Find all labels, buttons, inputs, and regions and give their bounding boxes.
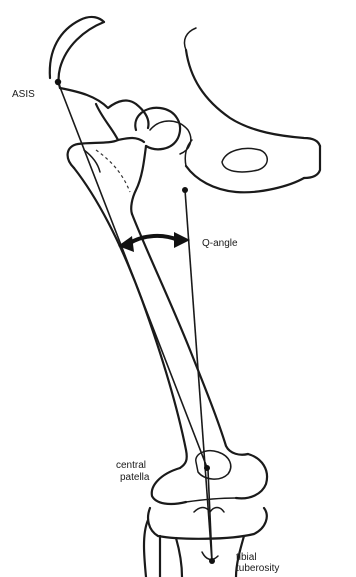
q-angle-arc: [128, 236, 178, 244]
femoral-head: [135, 108, 180, 150]
tibia-lateral: [176, 538, 182, 577]
femoral-axis-dot: [182, 187, 188, 193]
pubis-inner: [185, 140, 192, 166]
medial-condyle: [236, 454, 267, 498]
femur: [68, 104, 248, 468]
tibial-tuberosity-label-line1: tibial: [236, 552, 257, 563]
q-angle-lines: [58, 82, 212, 562]
tibial-tuberosity-mark: [202, 552, 218, 559]
pubic-rami-lower: [186, 166, 304, 192]
patella: [196, 451, 231, 479]
pubic-body-upper: [186, 50, 320, 146]
tibial-plateau: [148, 508, 267, 539]
asis-dot: [55, 79, 61, 85]
pubic-symphysis: [304, 146, 320, 178]
lesser-trochanter: [131, 146, 146, 214]
q-angle-label: Q-angle: [202, 238, 238, 249]
central-patella-dot: [204, 465, 210, 471]
fibula-outer: [144, 520, 148, 577]
intertrochanteric-line: [96, 150, 130, 192]
asis-to-patella-line: [58, 82, 208, 470]
tibial-tuberosity-label-line2: tuberosity: [236, 563, 279, 574]
tibial-tuberosity-dot: [209, 558, 215, 564]
central-patella-label-line2: patella: [120, 472, 150, 483]
central-patella-label-line1: central: [116, 460, 146, 471]
femoral-shaft-lateral: [74, 168, 187, 468]
q-angle-arrow: [118, 232, 190, 252]
lower-leg: [144, 520, 244, 577]
obturator-foramen: [222, 149, 267, 172]
sacrum-edge: [184, 28, 196, 50]
femoral-neck-upper: [118, 138, 144, 142]
asis-label: ASIS: [12, 89, 35, 100]
landmarks: [55, 79, 215, 564]
lateral-condyle: [152, 468, 186, 504]
joint-line: [186, 498, 236, 502]
